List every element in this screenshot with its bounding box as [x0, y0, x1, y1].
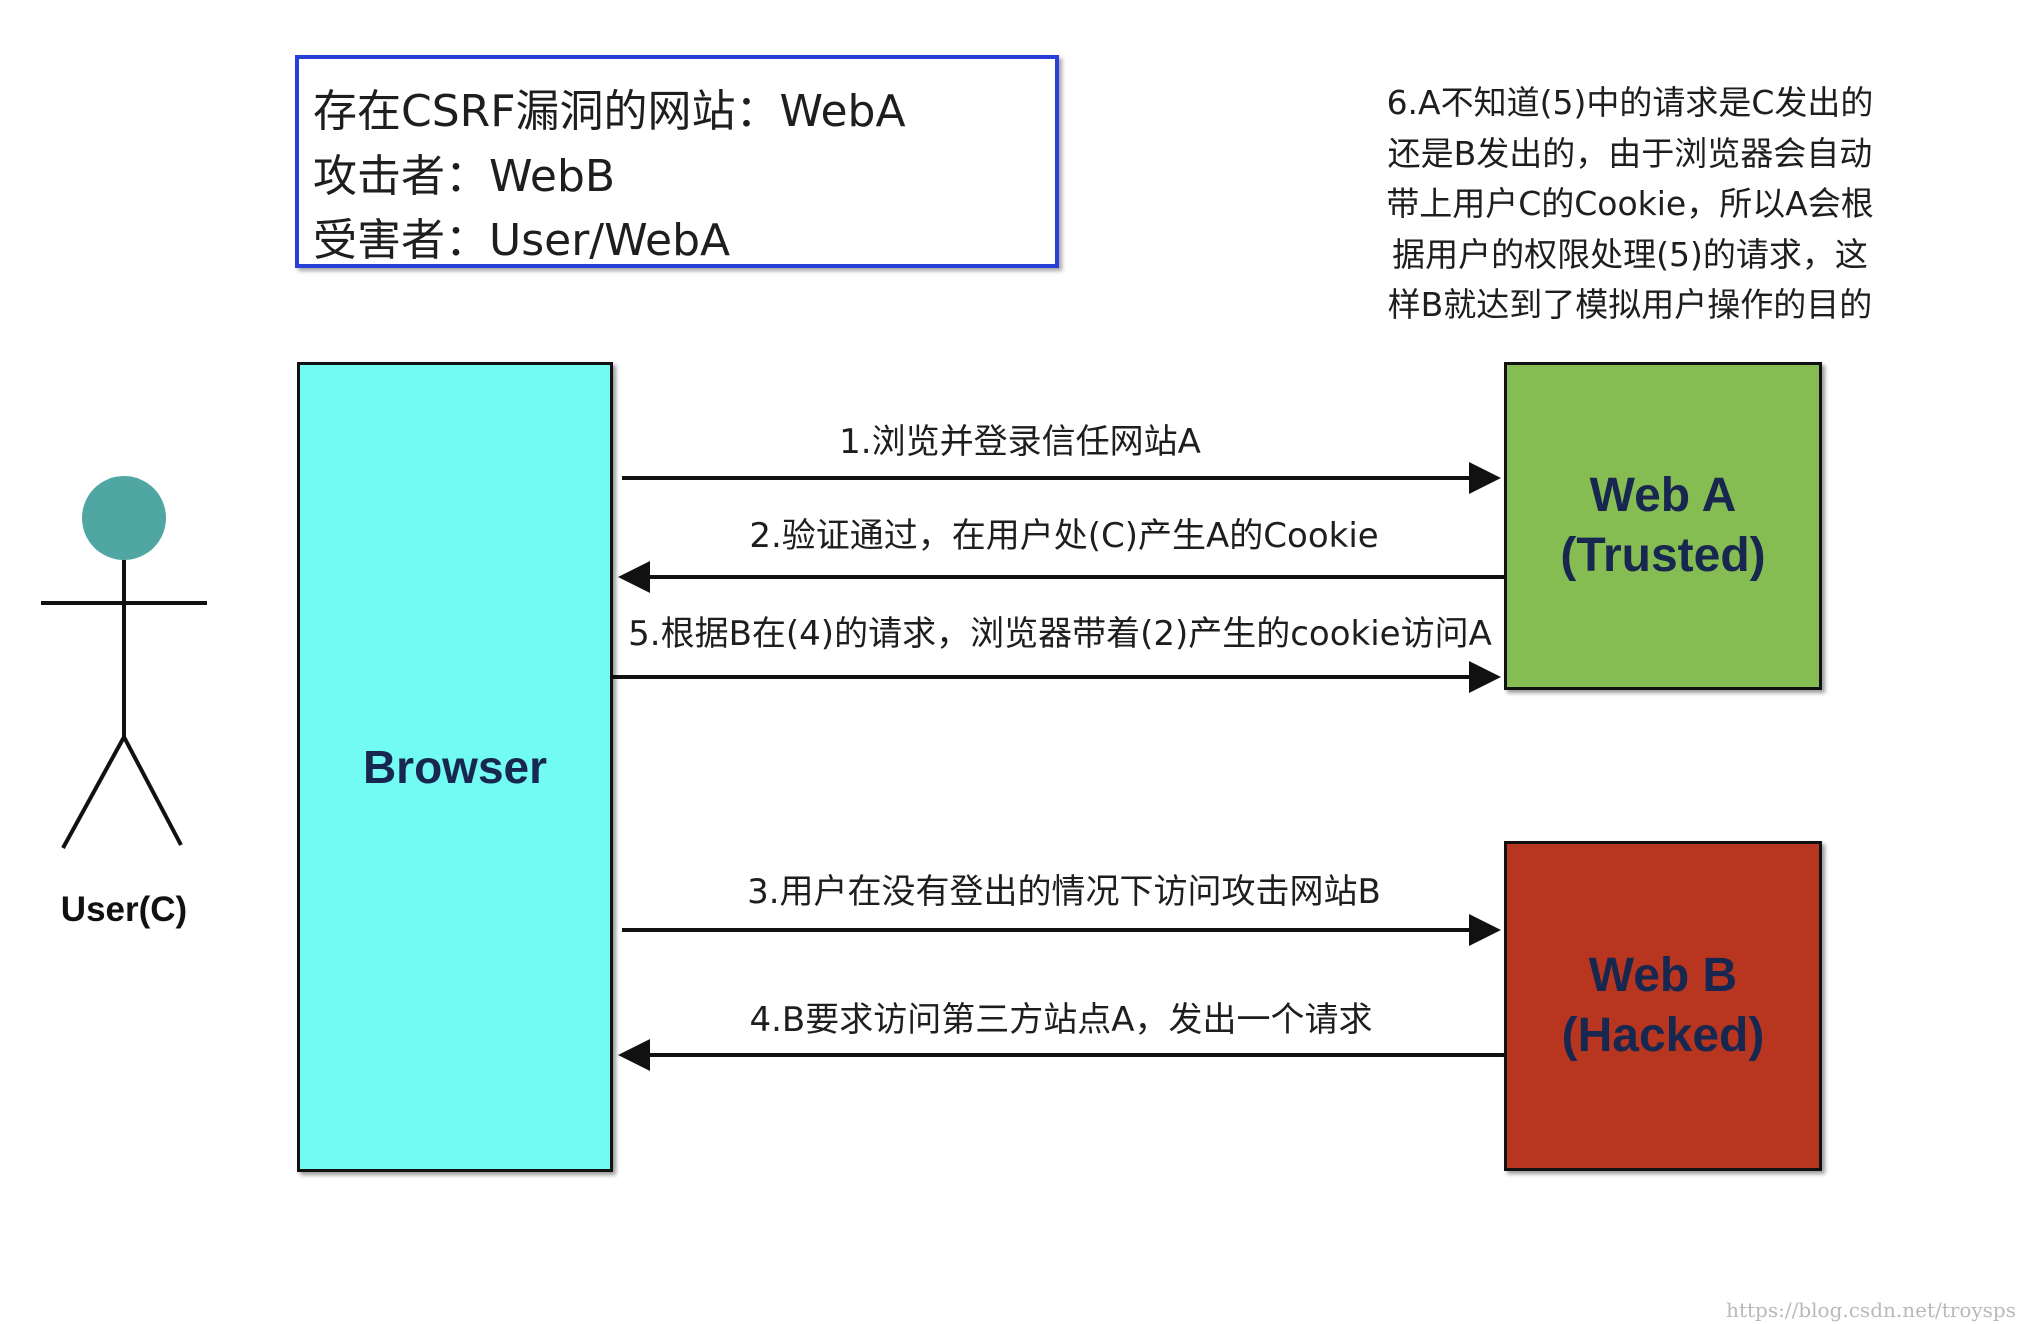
- vulnerable-site-label: 存在CSRF漏洞的网站：WebA: [313, 86, 906, 137]
- web-b-subtitle: (Hacked): [1561, 1009, 1765, 1062]
- watermark: https://blog.csdn.net/troysps: [1726, 1298, 2016, 1322]
- note-line: 据用户的权限处理(5)的请求，这: [1392, 234, 1868, 274]
- step1-label: 1.浏览并登录信任网站A: [839, 422, 1201, 462]
- note-line: 还是B发出的，由于浏览器会自动: [1387, 133, 1873, 173]
- browser-label: Browser: [362, 741, 548, 793]
- step2-label: 2.验证通过，在用户处(C)产生A的Cookie: [749, 516, 1379, 556]
- user-head: [82, 476, 166, 560]
- note-line: 6.A不知道(5)中的请求是C发出的: [1386, 83, 1874, 122]
- note-line: 带上用户C的Cookie，所以A会根: [1386, 184, 1874, 223]
- note-line: 样B就达到了模拟用户操作的目的: [1387, 285, 1873, 324]
- legend-box: 存在CSRF漏洞的网站：WebA 攻击者：WebB 受害者：User/WebA: [295, 55, 1059, 268]
- browser-node: Browser: [297, 362, 613, 1172]
- step4-label: 4.B要求访问第三方站点A，发出一个请求: [749, 1000, 1373, 1040]
- step3-label: 3.用户在没有登出的情况下访问攻击网站B: [747, 872, 1381, 912]
- web-a-subtitle: (Trusted): [1560, 529, 1766, 582]
- user-stick-figure: [41, 476, 207, 849]
- web-b-title: Web B: [1588, 949, 1738, 1002]
- step6-note: 6.A不知道(5)中的请求是C发出的 还是B发出的，由于浏览器会自动 带上用户C…: [1350, 78, 1910, 331]
- web-a-title: Web A: [1589, 469, 1737, 522]
- user-label: User(C): [60, 890, 188, 929]
- step5-label: 5.根据B在(4)的请求，浏览器带着(2)产生的cookie访问A: [628, 614, 1492, 654]
- web-b-node: Web B (Hacked): [1504, 841, 1822, 1171]
- victim-label: 受害者：User/WebA: [313, 215, 731, 266]
- attacker-label: 攻击者：WebB: [313, 151, 616, 202]
- web-a-node: Web A (Trusted): [1504, 362, 1822, 690]
